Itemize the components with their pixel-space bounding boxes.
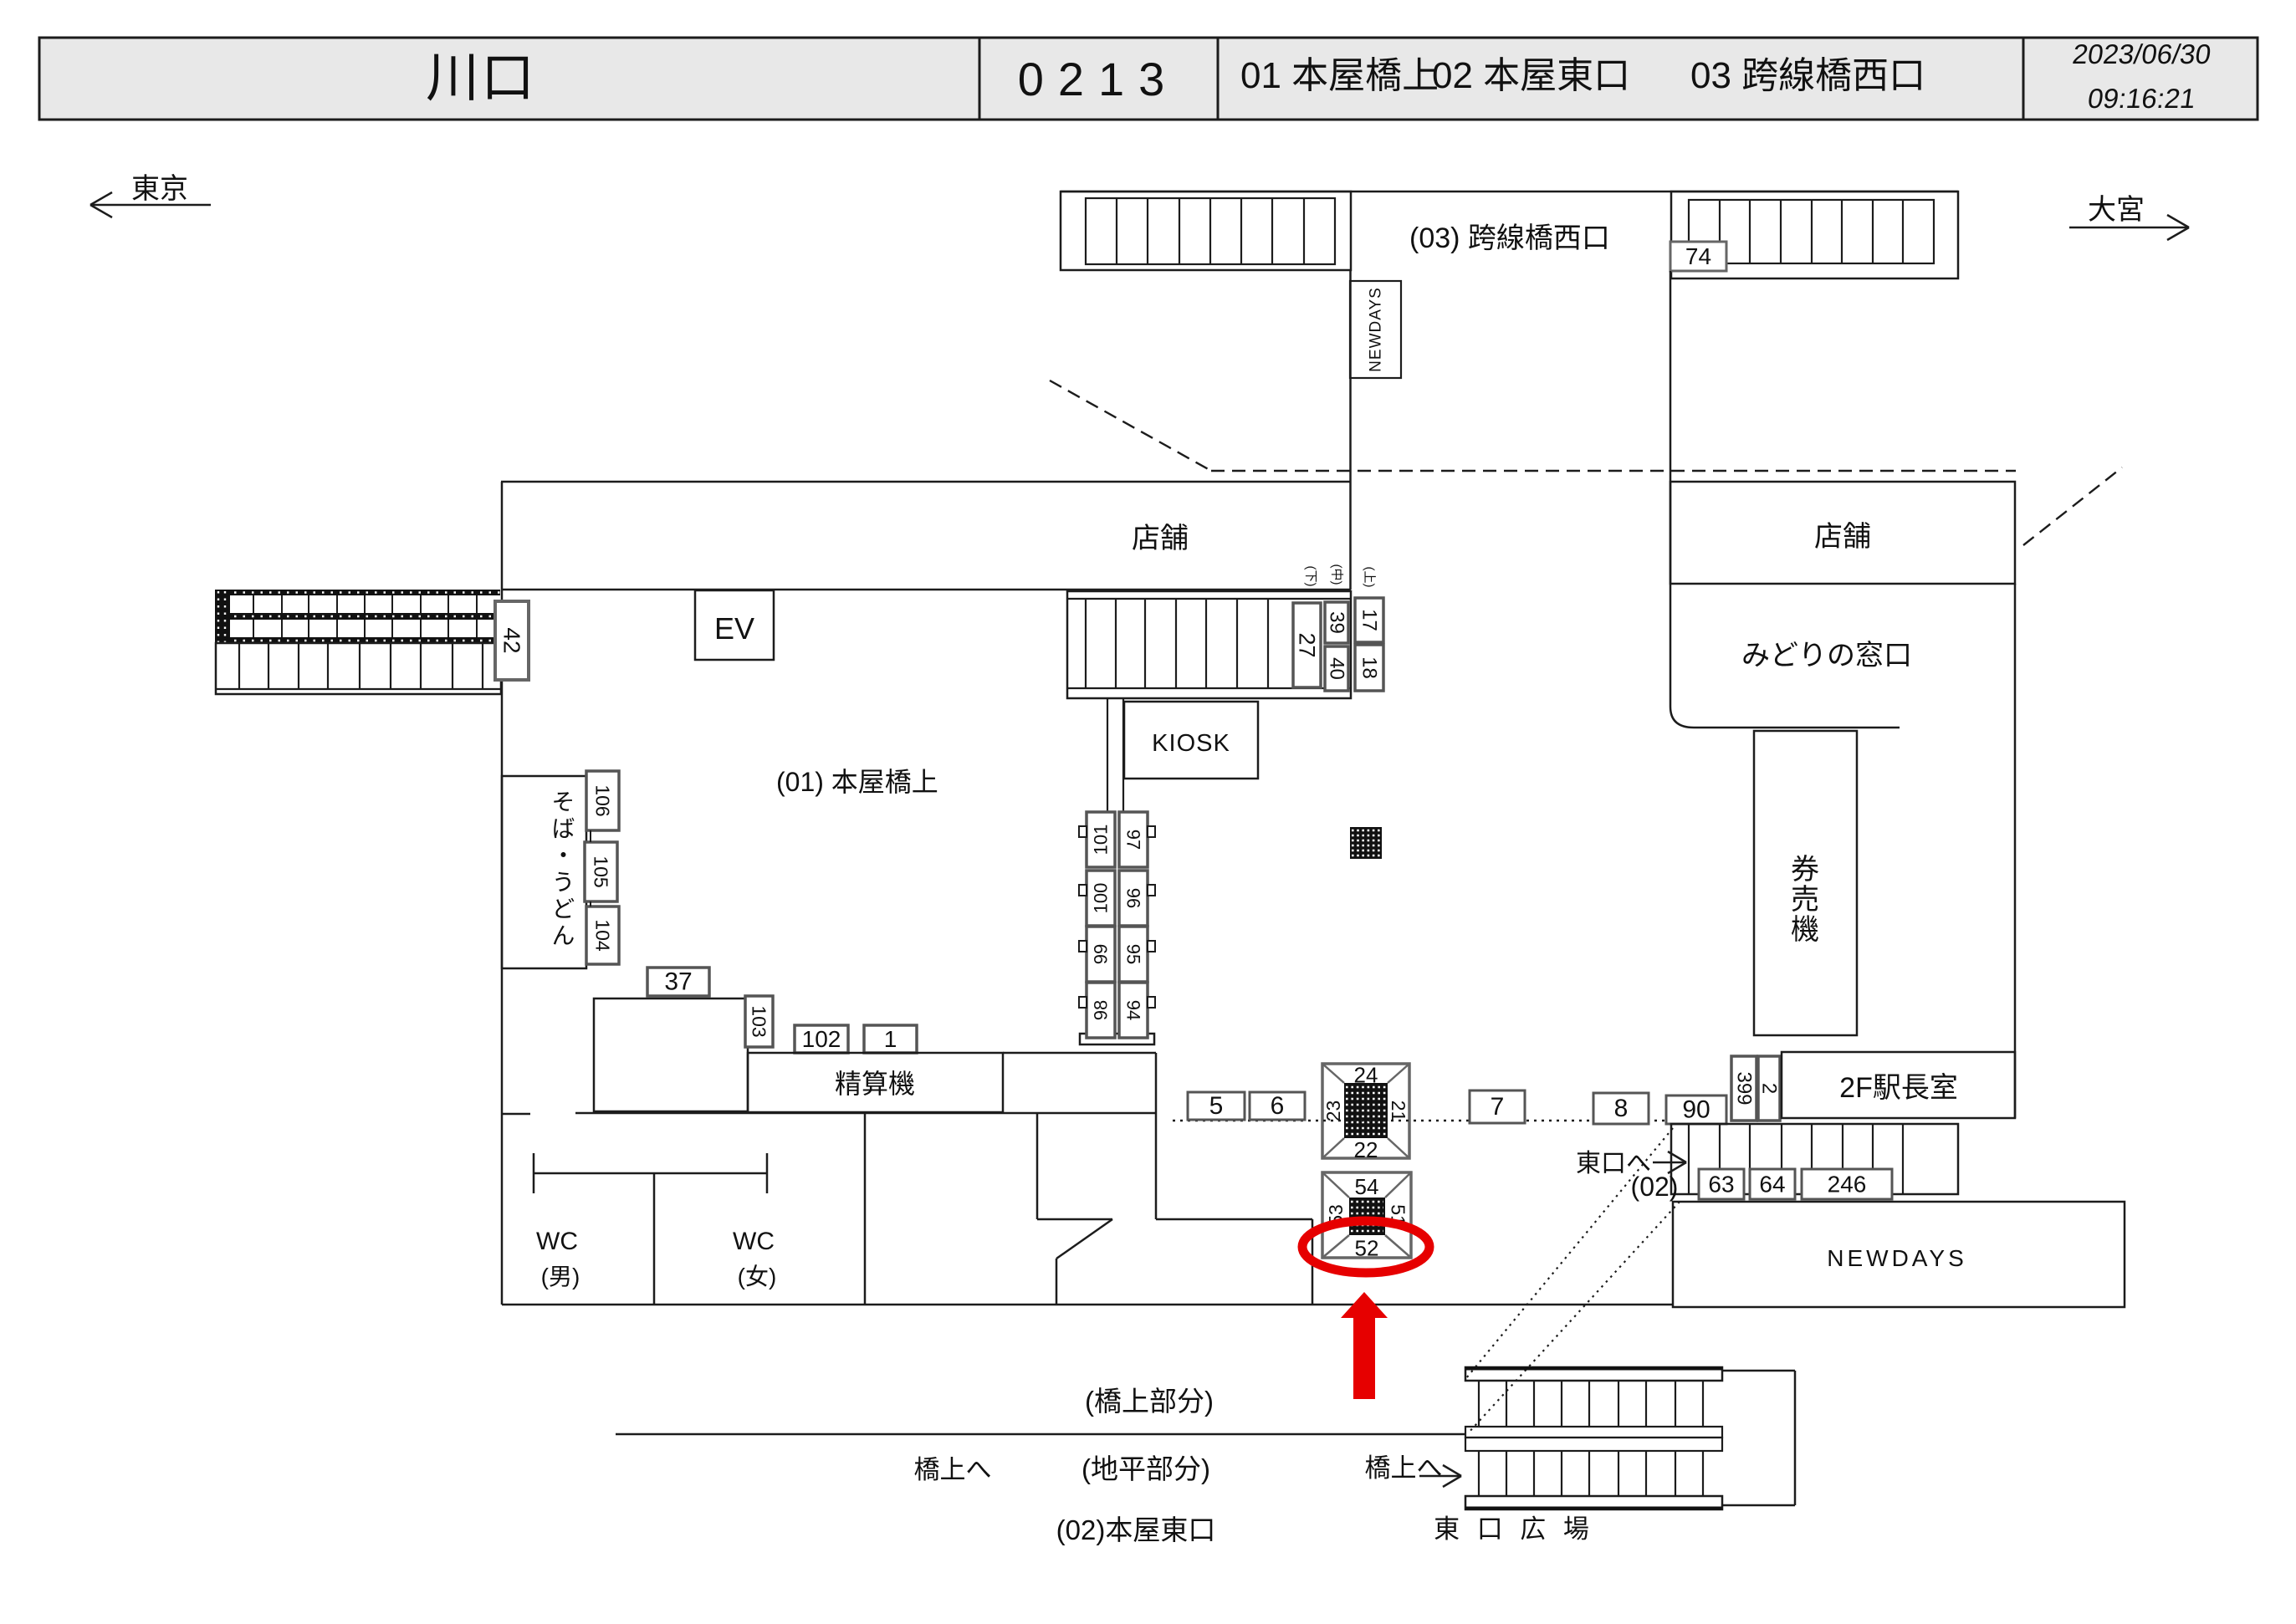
svg-text:6: 6 <box>1271 1092 1285 1120</box>
svg-text:そば・うどん: そば・うどん <box>550 789 575 950</box>
svg-text:(女): (女) <box>738 1264 777 1289</box>
svg-text:(橋上部分): (橋上部分) <box>1085 1386 1214 1417</box>
svg-text:EV: EV <box>714 611 754 646</box>
svg-text:03 跨線橋西口: 03 跨線橋西口 <box>1690 55 1925 96</box>
svg-text:97: 97 <box>1123 830 1144 850</box>
svg-text:98: 98 <box>1091 1000 1112 1020</box>
svg-text:みどりの窓口: みどりの窓口 <box>1741 640 1912 672</box>
svg-text:川口: 川口 <box>426 48 536 108</box>
svg-text:KIOSK: KIOSK <box>1152 730 1230 757</box>
svg-text:1: 1 <box>884 1026 897 1052</box>
svg-text:96: 96 <box>1123 888 1144 908</box>
svg-text:橋上へ: 橋上へ <box>1365 1453 1443 1483</box>
svg-text:52: 52 <box>1355 1236 1379 1261</box>
svg-text:18: 18 <box>1358 656 1381 679</box>
svg-text:(中): (中) <box>1330 564 1344 585</box>
svg-text:大宮: 大宮 <box>2088 194 2145 226</box>
svg-text:37: 37 <box>664 968 692 996</box>
svg-text:246: 246 <box>1828 1172 1867 1198</box>
svg-text:106: 106 <box>592 784 614 816</box>
svg-text:(02)本屋東口: (02)本屋東口 <box>1056 1514 1216 1545</box>
svg-text:95: 95 <box>1123 944 1144 964</box>
svg-text:2: 2 <box>1758 1083 1781 1094</box>
svg-text:精算機: 精算機 <box>835 1069 915 1099</box>
svg-text:券: 券 <box>1791 854 1819 886</box>
svg-text:WC: WC <box>733 1228 775 1255</box>
svg-text:99: 99 <box>1091 944 1112 964</box>
svg-text:02 本屋東口: 02 本屋東口 <box>1432 55 1630 96</box>
svg-text:42: 42 <box>499 627 525 653</box>
svg-text:01 本屋橋上: 01 本屋橋上 <box>1240 55 1439 96</box>
svg-text:(01) 本屋橋上: (01) 本屋橋上 <box>776 767 938 797</box>
svg-text:店舗: 店舗 <box>1814 521 1871 553</box>
svg-text:店舗: 店舗 <box>1132 523 1189 554</box>
svg-text:機: 機 <box>1791 914 1819 946</box>
svg-text:東口へ: 東口へ <box>1576 1150 1651 1177</box>
svg-text:(02): (02) <box>1631 1172 1679 1202</box>
svg-text:(地平部分): (地平部分) <box>1082 1453 1210 1484</box>
svg-text:74: 74 <box>1685 243 1711 269</box>
svg-text:5: 5 <box>1209 1092 1224 1120</box>
svg-text:WC: WC <box>536 1228 578 1255</box>
svg-text:39: 39 <box>1326 611 1348 634</box>
svg-text:09:16:21: 09:16:21 <box>2086 84 2198 115</box>
svg-text:17: 17 <box>1358 609 1381 631</box>
svg-text:21: 21 <box>1388 1101 1409 1122</box>
svg-text:64: 64 <box>1759 1172 1785 1198</box>
svg-text:2023/06/30: 2023/06/30 <box>2070 39 2212 70</box>
svg-text:63: 63 <box>1708 1172 1734 1198</box>
svg-text:(下): (下) <box>1304 566 1318 587</box>
svg-text:NEWDAYS: NEWDAYS <box>1827 1245 1967 1271</box>
svg-text:東 口 広 場: 東 口 広 場 <box>1434 1514 1594 1544</box>
svg-text:105: 105 <box>591 855 612 887</box>
svg-text:27: 27 <box>1295 632 1320 657</box>
svg-text:(男): (男) <box>541 1264 580 1289</box>
svg-text:(03) 跨線橋西口: (03) 跨線橋西口 <box>1409 222 1610 254</box>
svg-text:(上): (上) <box>1363 567 1377 588</box>
svg-text:8: 8 <box>1614 1095 1629 1122</box>
svg-text:90: 90 <box>1682 1096 1710 1124</box>
svg-text:104: 104 <box>592 919 614 952</box>
svg-text:94: 94 <box>1123 1000 1144 1020</box>
svg-text:7: 7 <box>1491 1093 1505 1121</box>
svg-text:102: 102 <box>802 1026 841 1052</box>
svg-text:24: 24 <box>1354 1063 1378 1088</box>
svg-text:橋上へ: 橋上へ <box>914 1455 992 1484</box>
svg-text:103: 103 <box>749 1005 770 1037</box>
svg-text:2F駅長室: 2F駅長室 <box>1839 1072 1958 1104</box>
svg-text:40: 40 <box>1326 657 1348 680</box>
svg-text:0213: 0213 <box>1018 53 1179 105</box>
svg-text:東京: 東京 <box>131 173 188 205</box>
svg-text:22: 22 <box>1354 1137 1378 1162</box>
svg-text:100: 100 <box>1091 883 1112 914</box>
svg-text:23: 23 <box>1322 1101 1344 1122</box>
svg-text:売: 売 <box>1791 884 1819 916</box>
svg-text:NEWDAYS: NEWDAYS <box>1368 287 1385 372</box>
svg-text:54: 54 <box>1355 1174 1379 1199</box>
svg-text:399: 399 <box>1733 1071 1756 1105</box>
svg-text:101: 101 <box>1091 825 1112 855</box>
